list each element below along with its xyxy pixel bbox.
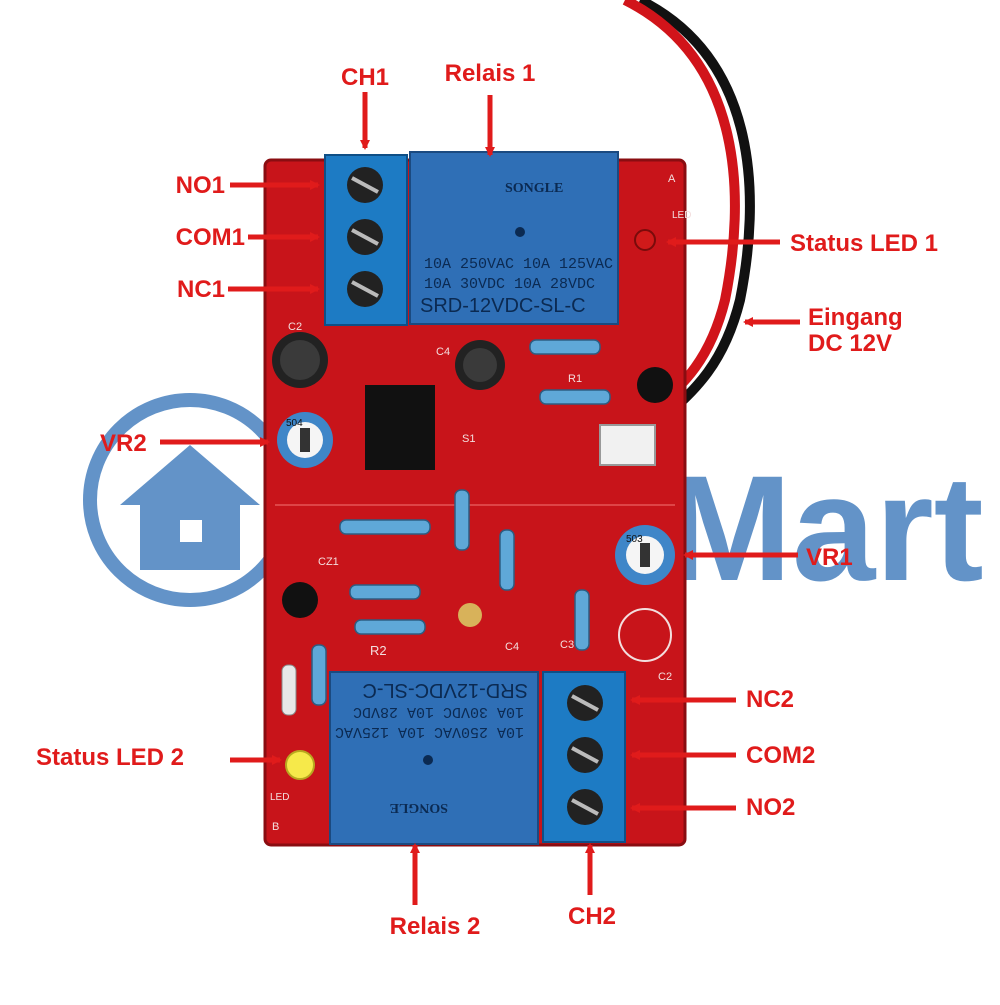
svg-text:SRD-12VDC-SL-C: SRD-12VDC-SL-C <box>362 679 528 701</box>
status-led-2 <box>285 750 315 780</box>
svg-text:504: 504 <box>286 418 303 429</box>
label-vr2: VR2 <box>100 430 147 457</box>
label-nc2: NC2 <box>746 686 795 713</box>
vr1-potentiometer: 503 <box>615 525 675 585</box>
label-relais-2: Relais 2 <box>389 913 481 940</box>
svg-text:C2: C2 <box>658 671 672 683</box>
power-connector <box>599 424 656 466</box>
svg-text:503: 503 <box>626 534 643 545</box>
label-no2: NO2 <box>746 794 796 821</box>
label-ch1: CH1 <box>340 64 389 91</box>
label-nc1: NC1 <box>176 276 225 303</box>
svg-text:A: A <box>668 173 676 185</box>
transistor <box>282 582 318 618</box>
label-no1: NO1 <box>175 172 225 199</box>
svg-text:10A 30VDC 10A 28VDC: 10A 30VDC 10A 28VDC <box>424 276 595 293</box>
label-com1: COM1 <box>175 224 245 251</box>
label-vr1: VR1 <box>806 544 853 571</box>
svg-text:B: B <box>272 821 279 833</box>
svg-text:C4: C4 <box>436 346 450 358</box>
svg-text:C4: C4 <box>505 641 519 653</box>
svg-text:LED: LED <box>270 792 289 803</box>
diode <box>281 664 297 716</box>
vr2-potentiometer: 504 <box>277 412 333 468</box>
annotation-arrows <box>160 92 800 905</box>
svg-text:R2: R2 <box>370 643 387 658</box>
svg-text:R1: R1 <box>568 373 582 385</box>
label-com2: COM2 <box>746 742 816 769</box>
label-status-led-2: Status LED 2 <box>36 744 185 771</box>
status-led-1 <box>634 229 656 251</box>
label-eingang: Eingang <box>808 304 903 331</box>
trimmer <box>458 603 482 627</box>
svg-text:10A 250VAC 10A 125VAC: 10A 250VAC 10A 125VAC <box>335 723 524 740</box>
svg-text:SRD-12VDC-SL-C: SRD-12VDC-SL-C <box>420 295 586 317</box>
svg-text:SONGLE: SONGLE <box>505 181 563 196</box>
svg-text:C3: C3 <box>560 639 574 651</box>
label-status-led-1: Status LED 1 <box>790 230 939 257</box>
terminal-block-ch2 <box>542 671 626 843</box>
svg-text:CZ1: CZ1 <box>318 556 339 568</box>
label-dc-12v: DC 12V <box>808 330 893 357</box>
svg-text:SONGLE: SONGLE <box>390 800 448 815</box>
resistors <box>311 339 611 706</box>
relay-1: SONGLE 10A 250VAC 10A 125VAC 10A 30VDC 1… <box>409 151 619 325</box>
transistor <box>637 367 673 403</box>
svg-text:C2: C2 <box>288 321 302 333</box>
relay-2: SONGLE 10A 250VAC 10A 125VAC 10A 30VDC 1… <box>329 671 539 845</box>
terminal-block-ch1 <box>324 154 408 326</box>
svg-text:S1: S1 <box>462 433 475 445</box>
svg-text:10A 250VAC 10A 125VAC: 10A 250VAC 10A 125VAC <box>424 256 613 273</box>
label-relais-1: Relais 1 <box>444 60 536 87</box>
ic-chip <box>365 385 435 470</box>
label-ch2: CH2 <box>567 903 616 930</box>
svg-text:10A 30VDC 10A 28VDC: 10A 30VDC 10A 28VDC <box>353 703 524 720</box>
house-icon <box>120 445 260 570</box>
svg-text:LED: LED <box>672 210 691 221</box>
